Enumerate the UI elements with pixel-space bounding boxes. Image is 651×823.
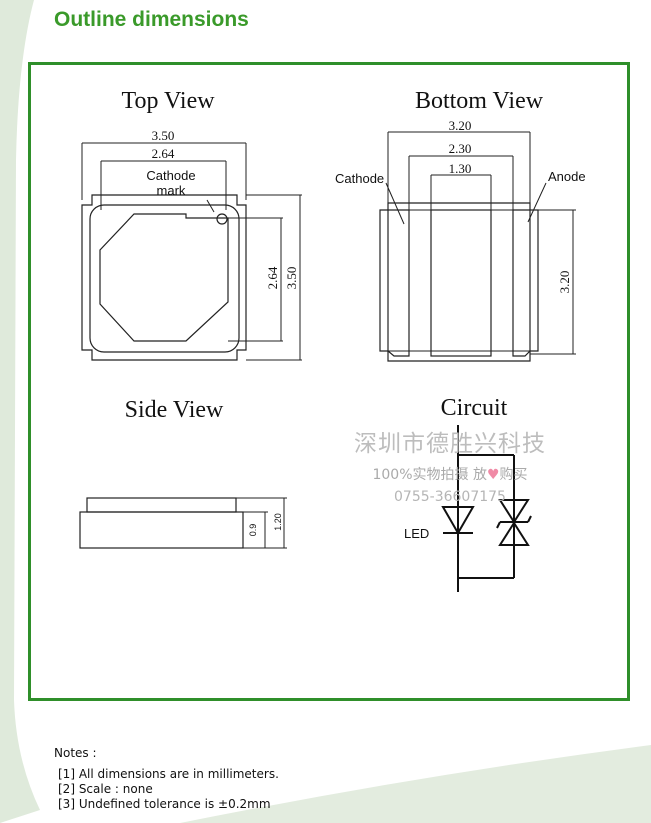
top-view: Top View [81,88,302,361]
notes-list: [1] All dimensions are in millimeters. [… [54,767,279,812]
bottom-cathode-label: Cathode [335,171,384,186]
note-item: [1] All dimensions are in millimeters. [58,767,279,781]
top-dim-outer-height: 3.50 [284,267,299,290]
note-item: [3] Undefined tolerance is ±0.2mm [58,797,271,811]
cathode-mark-label-1: Cathode [146,168,195,183]
circuit-title: Circuit [441,395,508,421]
circuit-diagram: Circuit [441,395,532,592]
page-title: Outline dimensions [54,8,249,31]
note-item: [2] Scale : none [58,782,153,796]
watermark-line-2: 100%实物拍摄 放♥购买 [330,464,570,484]
watermark-line-3: 0755-36607175 [394,489,506,505]
top-dim-inner-height: 2.64 [265,266,280,289]
bottom-anode-label: Anode [548,169,586,184]
watermark-line-1: 深圳市德胜兴科技 [354,431,546,457]
bottom-dim-inner-width: 1.30 [449,161,472,176]
bottom-view-title: Bottom View [415,88,544,114]
bottom-dim-mid-width: 2.30 [449,141,472,156]
bottom-view: Bottom View [379,88,576,362]
top-dim-outer-width: 3.50 [152,128,175,143]
notes-heading: Notes : [54,746,97,760]
watermark-line-2-text: 100%实物拍摄 放 [372,467,487,483]
circuit-led-label: LED [404,526,429,541]
side-view-title: Side View [125,397,224,423]
bottom-dim-outer-width: 3.20 [449,118,472,133]
side-dim-body-height: 0.9 [248,524,258,537]
bottom-dim-height: 3.20 [557,271,572,294]
notes-section: Notes : [1] All dimensions are in millim… [54,746,279,812]
top-view-title: Top View [121,88,215,114]
side-dim-total-height: 1.20 [273,513,283,531]
watermark-line-2-end: 购买 [499,467,528,483]
top-dim-inner-width: 2.64 [152,146,175,161]
cathode-mark-label-2: mark [157,183,186,198]
side-view: Side View [79,397,287,549]
heart-icon: ♥ [486,467,500,483]
watermark: 深圳市德胜兴科技 100%实物拍摄 放♥购买 0755-36607175 [330,424,570,505]
